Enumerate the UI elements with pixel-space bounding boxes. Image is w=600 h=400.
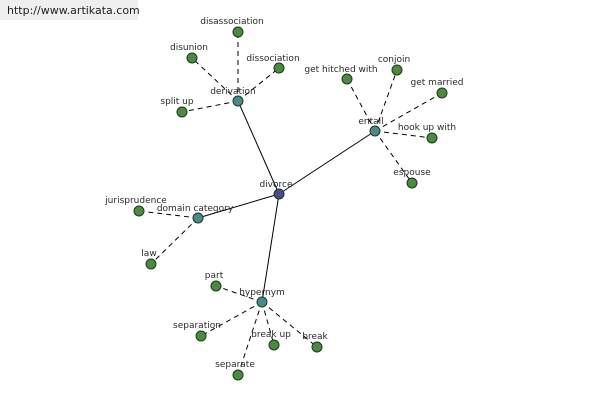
leaf-node-law[interactable] (145, 258, 157, 270)
root-label-divorce[interactable]: divorce (259, 180, 292, 190)
leaf-label-get-married[interactable]: get married (411, 78, 464, 88)
leaf-node-conjoin[interactable] (391, 64, 403, 76)
leaf-label-split-up[interactable]: split up (160, 97, 193, 107)
hub-node-domain-category[interactable] (192, 212, 204, 224)
leaf-label-disassociation[interactable]: disassociation (200, 17, 264, 27)
edge-hypernym-separation (200, 301, 263, 337)
hub-node-entail[interactable] (369, 125, 381, 137)
root-node-divorce[interactable] (273, 188, 285, 200)
leaf-label-espouse[interactable]: espouse (393, 168, 431, 178)
edge-hypernym-separate (237, 301, 263, 376)
edge-entail-espouse (374, 130, 413, 184)
edge-divorce-entail (278, 130, 376, 195)
leaf-node-part[interactable] (210, 280, 222, 292)
leaf-label-law[interactable]: law (141, 249, 156, 259)
leaf-label-conjoin[interactable]: conjoin (378, 55, 410, 65)
leaf-label-jurisprudence[interactable]: jurisprudence (104, 196, 167, 206)
leaf-node-get-hitched-with[interactable] (341, 73, 353, 85)
edge-divorce-domain-category (197, 193, 280, 219)
edge-entail-get-married (374, 92, 443, 132)
leaf-label-disunion[interactable]: disunion (170, 43, 208, 53)
edge-entail-conjoin (374, 69, 398, 132)
edge-derivation-split-up (181, 100, 239, 113)
leaf-label-separation[interactable]: separation (173, 321, 221, 331)
leaf-node-get-married[interactable] (436, 87, 448, 99)
edge-entail-hook-up-with (374, 130, 433, 139)
leaf-label-part[interactable]: part (205, 271, 224, 281)
edge-domain-category-jurisprudence (138, 210, 199, 219)
edge-hypernym-break-up (261, 301, 275, 346)
hub-label-domain-category[interactable]: domain category (157, 204, 234, 214)
leaf-label-separate[interactable]: separate (215, 360, 255, 370)
hub-node-hypernym[interactable] (256, 296, 268, 308)
leaf-node-split-up[interactable] (176, 106, 188, 118)
leaf-node-dissociation[interactable] (273, 62, 285, 74)
leaf-label-break[interactable]: break (302, 332, 328, 342)
leaf-node-espouse[interactable] (406, 177, 418, 189)
leaf-node-jurisprudence[interactable] (133, 205, 145, 217)
leaf-label-get-hitched-with[interactable]: get hitched with (304, 65, 377, 75)
leaf-node-separate[interactable] (232, 369, 244, 381)
leaf-node-hook-up-with[interactable] (426, 132, 438, 144)
leaf-node-disunion[interactable] (186, 52, 198, 64)
leaf-node-disassociation[interactable] (232, 26, 244, 38)
leaf-label-break-up[interactable]: break up (251, 330, 291, 340)
leaf-node-separation[interactable] (195, 330, 207, 342)
edge-entail-get-hitched-with (346, 78, 376, 132)
edge-divorce-hypernym (261, 193, 280, 303)
leaf-label-hook-up-with[interactable]: hook up with (398, 123, 456, 133)
leaf-label-dissociation[interactable]: dissociation (246, 54, 299, 64)
edge-derivation-disunion (191, 57, 239, 102)
leaf-node-break-up[interactable] (268, 339, 280, 351)
edge-domain-category-law (150, 217, 199, 265)
leaf-node-break[interactable] (311, 341, 323, 353)
edge-hypernym-part (215, 285, 263, 303)
edge-divorce-derivation (237, 100, 280, 195)
hub-label-hypernym[interactable]: hypernym (239, 288, 285, 298)
hub-label-entail[interactable]: entail (358, 117, 383, 127)
hub-node-derivation[interactable] (232, 95, 244, 107)
hub-label-derivation[interactable]: derivation (210, 87, 256, 97)
site-url[interactable]: http://www.artikata.com (0, 0, 140, 20)
edge-hypernym-break (261, 301, 318, 348)
